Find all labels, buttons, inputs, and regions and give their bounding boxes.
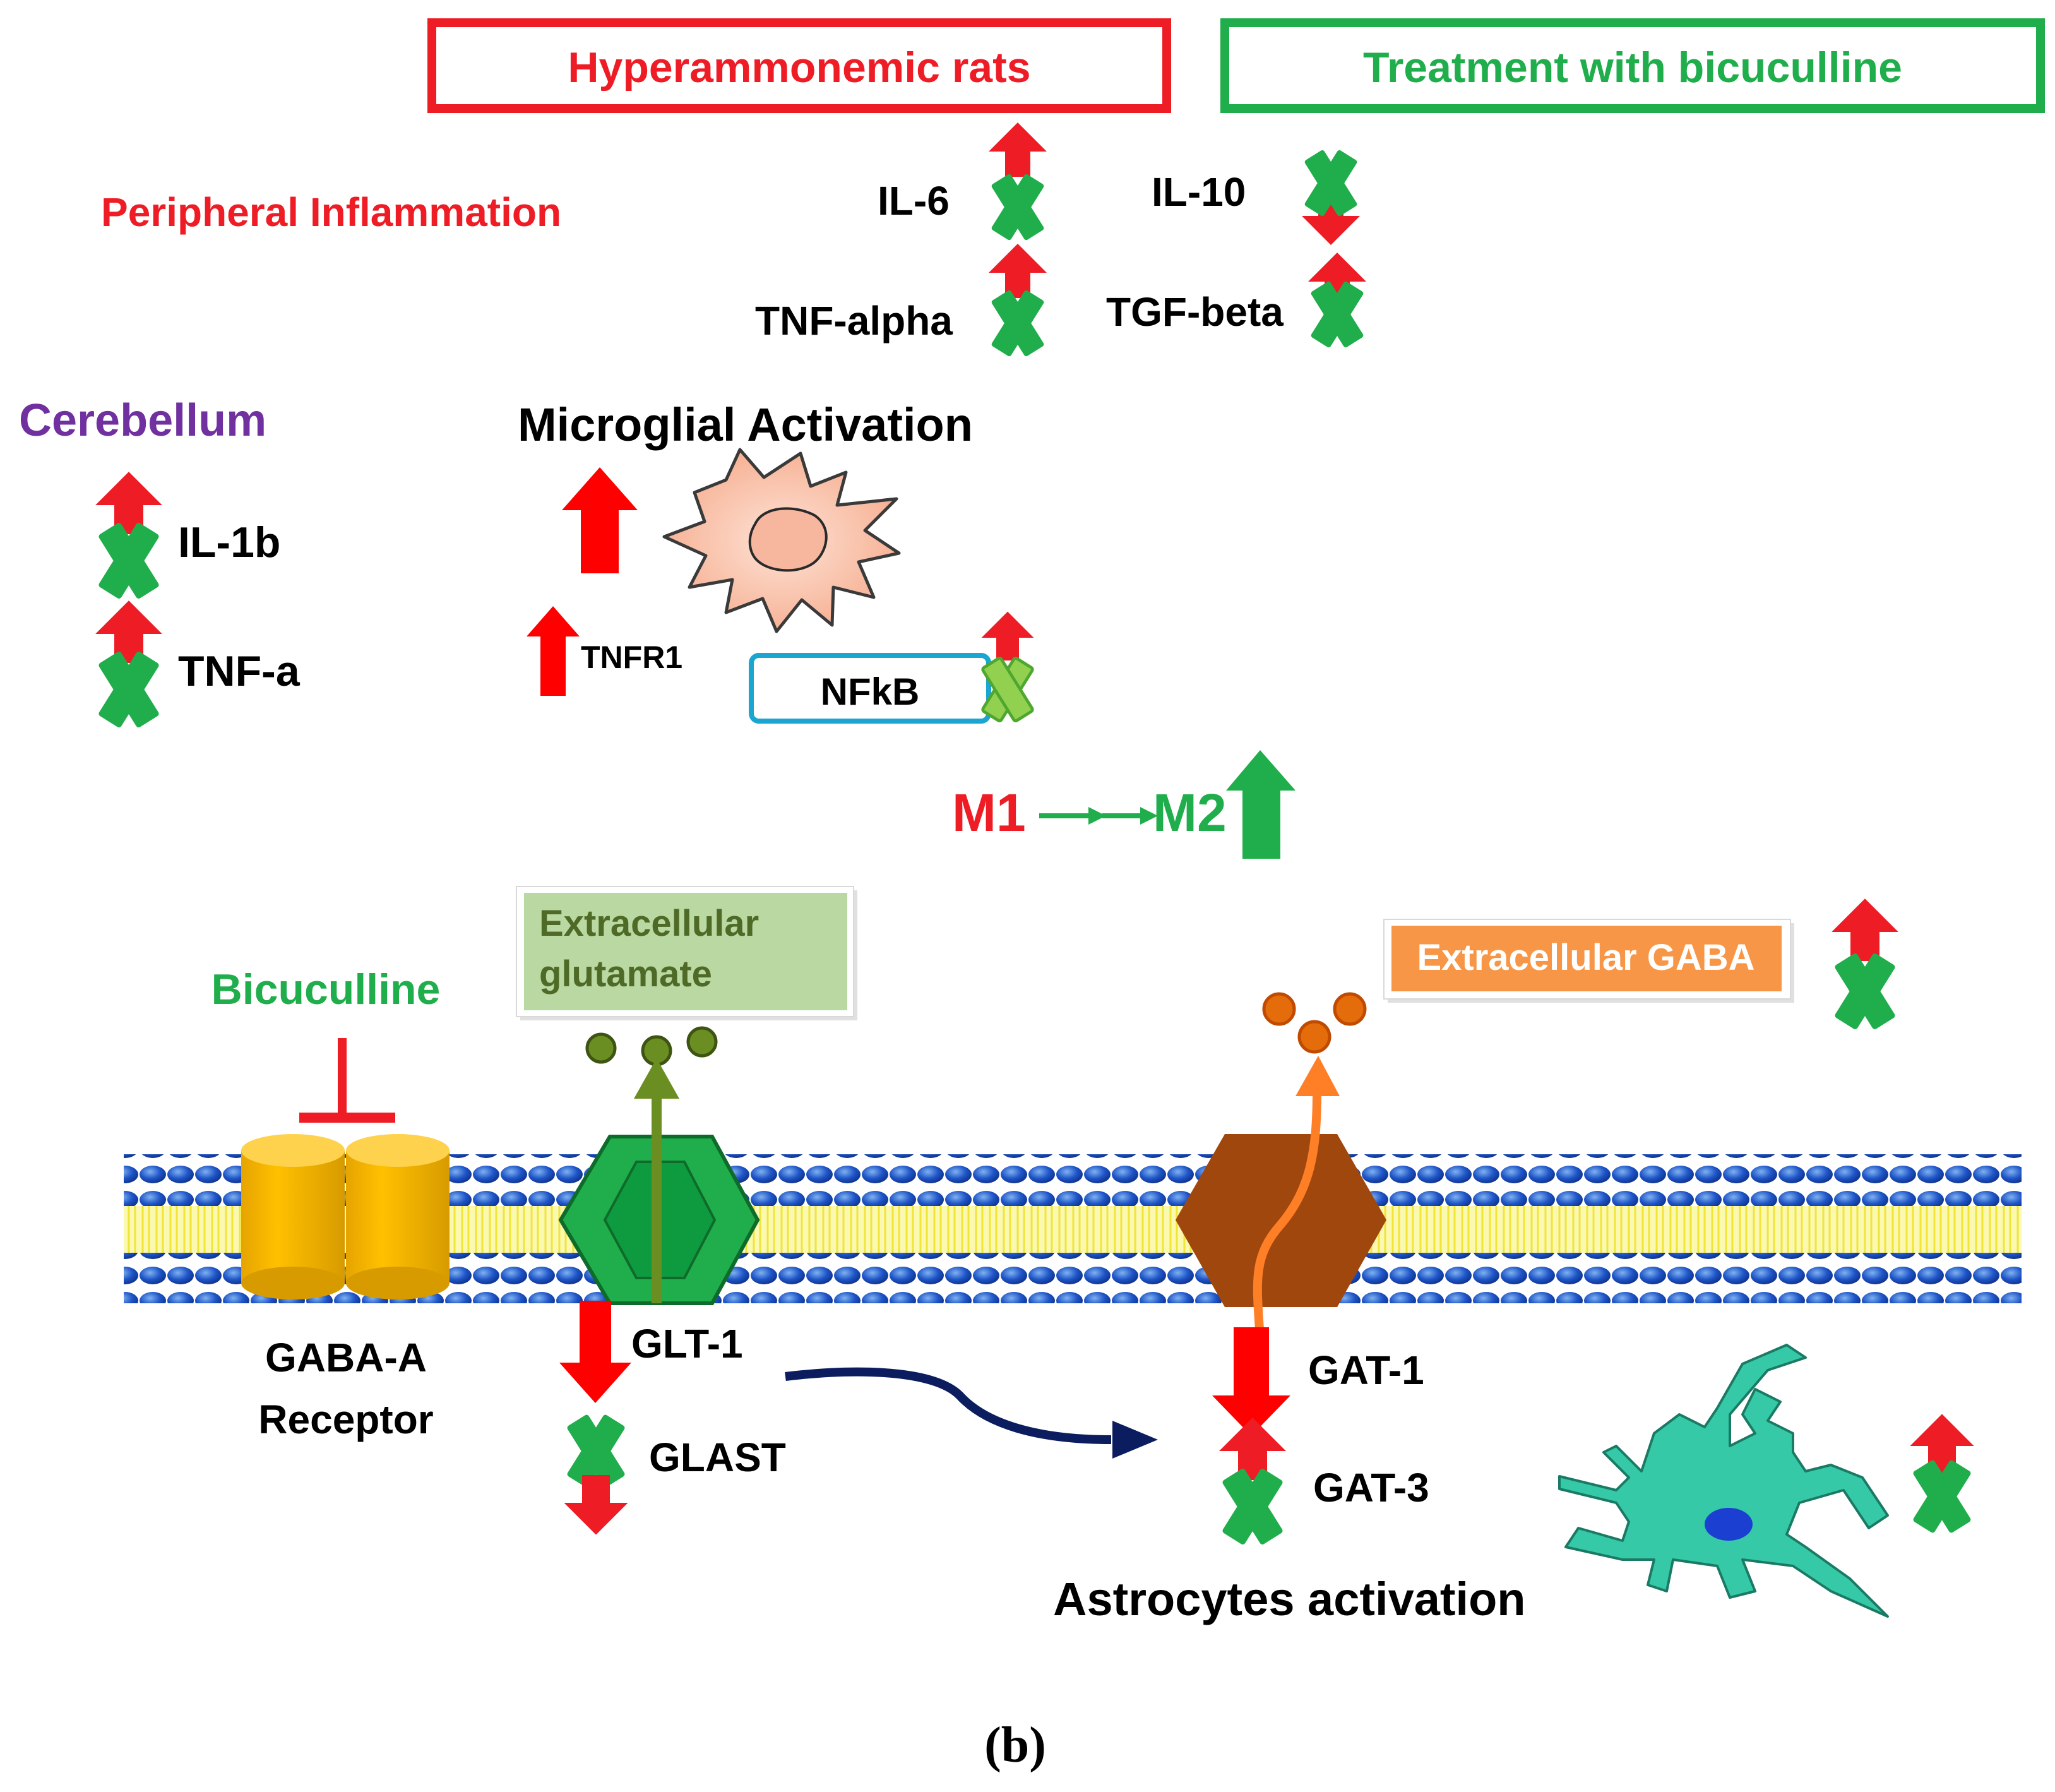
- tnf-alpha-green-cross-icon: [991, 290, 1044, 357]
- il1b-green-cross-icon: [98, 523, 159, 599]
- gat3-red-up-arrow-icon: [1219, 1418, 1286, 1480]
- tnfa-label: TNF-a: [178, 647, 301, 695]
- tnfa-green-cross-icon: [98, 652, 159, 727]
- glutamate-uptake-arrow: [634, 1058, 679, 1303]
- microglia-cell-icon: [662, 448, 901, 633]
- m1-to-m2-arrow: [1039, 807, 1158, 825]
- astrocyte-red-up-arrow-icon: [1910, 1414, 1974, 1474]
- tnfa-red-up-arrow-icon: [95, 600, 162, 663]
- m2-green-up-arrow-icon: [1226, 750, 1296, 859]
- legend-treatment-label: Treatment with bicuculline: [1363, 44, 1902, 92]
- nfkb-green-cross-icon: [981, 657, 1034, 722]
- extracellular-glutamate-line2: glutamate: [539, 953, 712, 995]
- extracellular-glutamate-box: Extracellular glutamate: [516, 886, 857, 1020]
- gaba-molecules: [1262, 992, 1367, 1054]
- gaba-a-label-line1: GABA-A: [265, 1335, 427, 1380]
- glutamate-molecules: [585, 1026, 718, 1066]
- microglia-red-up-arrow-icon: [562, 467, 638, 573]
- glast-green-cross-icon: [567, 1414, 625, 1488]
- legend-treatment: Treatment with bicuculline: [1220, 18, 2045, 113]
- extracellular-gaba-label: Extracellular GABA: [1417, 937, 1754, 978]
- il1b-label: IL-1b: [178, 518, 280, 566]
- panel-label: (b): [984, 1717, 1046, 1773]
- glast-label: GLAST: [649, 1435, 786, 1480]
- nfkb-label: NFkB: [821, 671, 920, 713]
- m1-label: M1: [952, 783, 1026, 842]
- legend-hyperammonemic: Hyperammonemic rats: [427, 18, 1171, 113]
- glt1-label: GLT-1: [631, 1321, 743, 1366]
- il6-label: IL-6: [878, 178, 950, 224]
- extracellular-gaba-box: Extracellular GABA: [1383, 919, 1794, 1003]
- tgf-beta-green-cross-icon: [1311, 281, 1364, 348]
- gat1-red-down-arrow-icon: [1212, 1327, 1290, 1436]
- cerebellum-title: Cerebellum: [19, 395, 266, 446]
- tgf-beta-label: TGF-beta: [1106, 289, 1284, 335]
- astrocyte-green-cross-icon: [1913, 1460, 1971, 1533]
- gat3-label: GAT-3: [1313, 1465, 1429, 1510]
- il6-red-up-arrow-icon: [989, 122, 1047, 177]
- extracellular-glutamate-line1: Extracellular: [539, 903, 759, 944]
- extracellular-gaba-red-up-arrow-icon: [1832, 899, 1898, 961]
- astrocytes-activation-label: Astrocytes activation: [1053, 1573, 1526, 1625]
- il10-green-cross-icon: [1304, 150, 1357, 217]
- tnf-alpha-label: TNF-alpha: [755, 298, 953, 343]
- gat3-green-cross-icon: [1222, 1469, 1283, 1544]
- tnfr1-red-up-arrow-icon: [527, 606, 580, 696]
- bicuculline-label: Bicuculline: [211, 965, 441, 1013]
- m2-label: M2: [1153, 783, 1227, 842]
- tnfr1-label: TNFR1: [581, 640, 682, 675]
- peripheral-inflammation-title: Peripheral Inflammation: [101, 189, 561, 235]
- gaba-uptake-arrow: [1253, 1056, 1340, 1339]
- extracellular-gaba-green-cross-icon: [1835, 953, 1895, 1029]
- tnf-alpha-red-up-arrow-icon: [989, 244, 1047, 298]
- il1b-red-up-arrow-icon: [95, 472, 162, 534]
- glast-red-down-arrow-icon: [564, 1475, 628, 1535]
- il6-green-cross-icon: [991, 174, 1044, 241]
- gat1-label: GAT-1: [1308, 1347, 1424, 1393]
- nfkb-red-up-arrow-icon: [981, 611, 1034, 660]
- gaba-a-label-line2: Receptor: [258, 1397, 433, 1442]
- glt1-red-down-arrow-icon: [559, 1301, 631, 1403]
- legend-hyperammonemic-label: Hyperammonemic rats: [568, 44, 1030, 92]
- microglial-activation-title: Microglial Activation: [518, 398, 973, 451]
- il10-red-down-arrow-icon: [1302, 191, 1360, 245]
- bicuculline-inhibition-icon: [299, 1038, 395, 1123]
- glutamate-to-astrocyte-arrow: [785, 1367, 1158, 1459]
- gaba-a-receptor-icon: [241, 1134, 450, 1299]
- tgf-beta-red-up-arrow-icon: [1308, 253, 1366, 307]
- nfkb-box: NFkB: [749, 653, 991, 724]
- astrocyte-cell-icon: [1558, 1344, 1889, 1618]
- il10-label: IL-10: [1152, 169, 1246, 215]
